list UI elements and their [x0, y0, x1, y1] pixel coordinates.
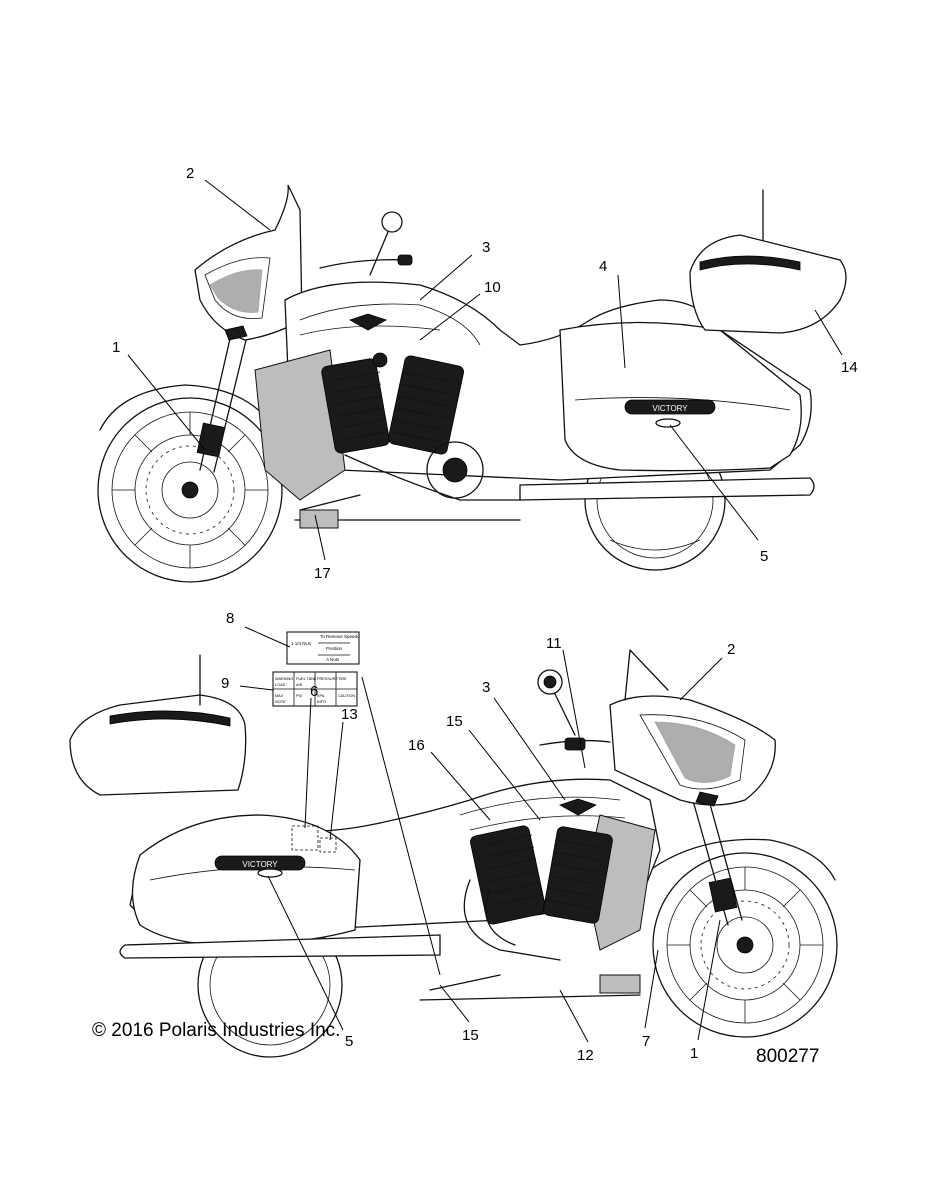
- decal-9-cell: FUEL TANK: [296, 677, 317, 681]
- callout-3: 3: [482, 679, 490, 696]
- copyright-text: © 2016 Polaris Industries Inc.: [92, 1020, 341, 1041]
- decal-8-label: To Remove Speedo 1 1/4 NUs Position A Nu…: [286, 631, 360, 665]
- callout-9: 9: [221, 675, 229, 692]
- motorcycle-bottom-view: VICTORY: [69, 649, 838, 1058]
- callout-15: 15: [446, 713, 463, 730]
- decal-9-cell: NOTE: [275, 700, 286, 704]
- callout-12: 12: [577, 1047, 594, 1064]
- callout-15: 15: [462, 1027, 479, 1044]
- front-wheel-top: [97, 384, 283, 583]
- decal-9-cell: WARNING: [275, 677, 293, 681]
- decal-9-cell: PRESSURE: [317, 677, 338, 681]
- callout-1: 1: [112, 339, 120, 356]
- decal-9-label: WARNING FUEL TANK PRESSURE TIRE LOAD AIR…: [272, 671, 358, 707]
- part-number: 800277: [756, 1046, 820, 1067]
- motorcycle-top-view: VICTORY: [97, 184, 847, 583]
- callout-1: 1: [690, 1045, 698, 1062]
- leader-lines: [127, 179, 843, 1043]
- decal-8-line2: Position: [326, 646, 343, 651]
- callouts-top: 2 3 10 4 1 14 5 17: [112, 165, 858, 582]
- decal-9-cell: CAUTION: [338, 694, 355, 698]
- front-wheel-bottom: [649, 838, 838, 1038]
- victory-badge-bottom: VICTORY: [242, 860, 278, 869]
- callout-2: 2: [727, 641, 735, 658]
- decal-9-cell: LOAD: [275, 683, 286, 687]
- decal-9-cell: INFO: [317, 700, 326, 704]
- callout-5: 5: [760, 548, 768, 565]
- callout-6: 6: [310, 683, 318, 700]
- decal-8-line3: A Nuts: [326, 657, 340, 662]
- callouts-bottom: 8 9 11 2 3 15 16 6 13 5 15 12 7 1: [221, 610, 735, 1064]
- decal-8-line1: To Remove Speedo: [320, 634, 360, 639]
- callout-17: 17: [314, 565, 331, 582]
- callout-13: 13: [341, 706, 358, 723]
- callout-16: 16: [408, 737, 425, 754]
- decal-9-cell: TIRE: [338, 677, 347, 681]
- engine-bottom: [463, 814, 656, 961]
- victory-badge-top: VICTORY: [652, 404, 688, 413]
- decal-8-left: 1 1/4 NUs: [291, 641, 312, 646]
- callout-2: 2: [186, 165, 194, 182]
- callout-11: 11: [546, 635, 562, 652]
- decal-9-cell: PSI: [296, 694, 302, 698]
- decal-9-cell: MAX: [275, 694, 284, 698]
- callout-14: 14: [841, 359, 858, 376]
- engine-top: [254, 349, 521, 501]
- callout-5: 5: [345, 1033, 353, 1050]
- callout-4: 4: [599, 258, 607, 275]
- decal-9-cell: AIR: [296, 683, 303, 687]
- callout-3: 3: [482, 239, 490, 256]
- decal-9-cell: KPA: [317, 694, 325, 698]
- callout-7: 7: [642, 1033, 650, 1050]
- callout-10: 10: [484, 279, 501, 296]
- callout-8: 8: [226, 610, 234, 627]
